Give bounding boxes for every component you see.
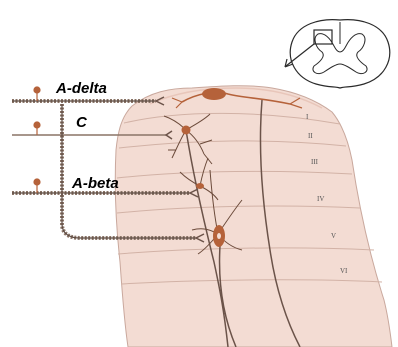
lamina-label-iii: III — [311, 158, 319, 166]
lamina-ii-soma-icon — [182, 126, 191, 135]
lamina-label-iv: IV — [317, 195, 324, 203]
lamina-i-soma-icon — [202, 88, 226, 100]
dorsal-horn-tissue — [115, 86, 392, 347]
a-delta-label: A-delta — [55, 80, 107, 97]
a-delta-soma-icon — [34, 87, 40, 93]
spinal-cord-cross-section-inset — [285, 20, 390, 88]
lamina-label-ii: II — [308, 132, 313, 140]
a-beta-soma-icon — [34, 179, 40, 185]
lamina-label-v: V — [331, 232, 336, 240]
fiber-labels: A-delta C A-beta — [55, 80, 119, 192]
c-soma-icon — [34, 122, 40, 128]
dorsal-horn-slab — [115, 86, 392, 347]
lamina-label-vi: VI — [340, 267, 348, 275]
lamina-iv-soma-icon — [196, 183, 204, 189]
c-label: C — [76, 114, 88, 131]
a-beta-label: A-beta — [71, 175, 119, 192]
